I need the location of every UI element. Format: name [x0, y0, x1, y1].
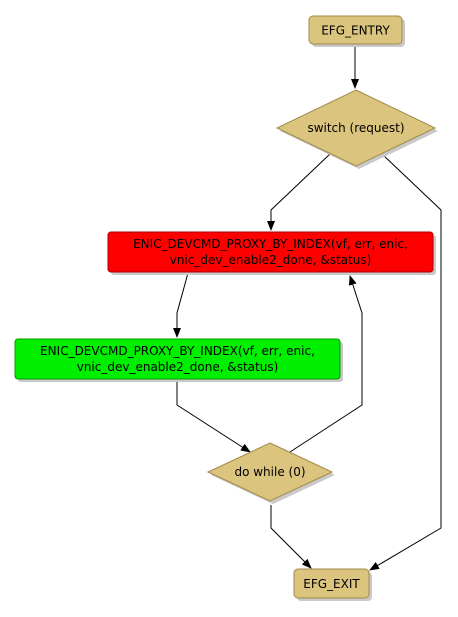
decision-diamond	[206, 442, 334, 502]
node-label: switch (request)	[307, 121, 404, 135]
edge-switch-to-proxy-red	[267, 153, 331, 231]
node-label: EFG_EXIT	[303, 577, 360, 591]
node-label-line-1: ENIC_DEVCMD_PROXY_BY_INDEX(vf, err, enic…	[133, 237, 408, 251]
node-label: do while (0)	[234, 465, 305, 479]
node-efg-exit: EFG_EXIT	[293, 568, 372, 601]
node-label-line-2: vnic_dev_enable2_done, &status)	[77, 360, 279, 374]
edges	[173, 44, 442, 571]
node-proxy-call-red: ENIC_DEVCMD_PROXY_BY_INDEX(vf, err, enic…	[107, 231, 436, 275]
edge-proxy-red-to-proxy-green	[173, 272, 189, 338]
edge-do-while-loop-back	[289, 275, 363, 453]
terminal-box	[308, 15, 403, 45]
edge-switch-to-exit	[369, 153, 442, 571]
decision-diamond	[275, 89, 437, 167]
node-do-while: do while (0)	[206, 442, 335, 504]
process-box	[107, 231, 434, 273]
node-proxy-call-green: ENIC_DEVCMD_PROXY_BY_INDEX(vf, err, enic…	[14, 338, 343, 382]
node-efg-entry: EFG_ENTRY	[308, 15, 405, 47]
edge-do-while-to-exit	[270, 505, 312, 569]
node-switch-request: switch (request)	[275, 89, 438, 169]
node-label-line-1: ENIC_DEVCMD_PROXY_BY_INDEX(vf, err, enic…	[40, 344, 315, 358]
node-label-line-2: vnic_dev_enable2_done, &status)	[170, 253, 372, 267]
node-label: EFG_ENTRY	[321, 24, 390, 38]
process-box	[14, 338, 341, 380]
edge-proxy-green-to-do-while	[176, 380, 251, 453]
terminal-box	[293, 568, 370, 599]
